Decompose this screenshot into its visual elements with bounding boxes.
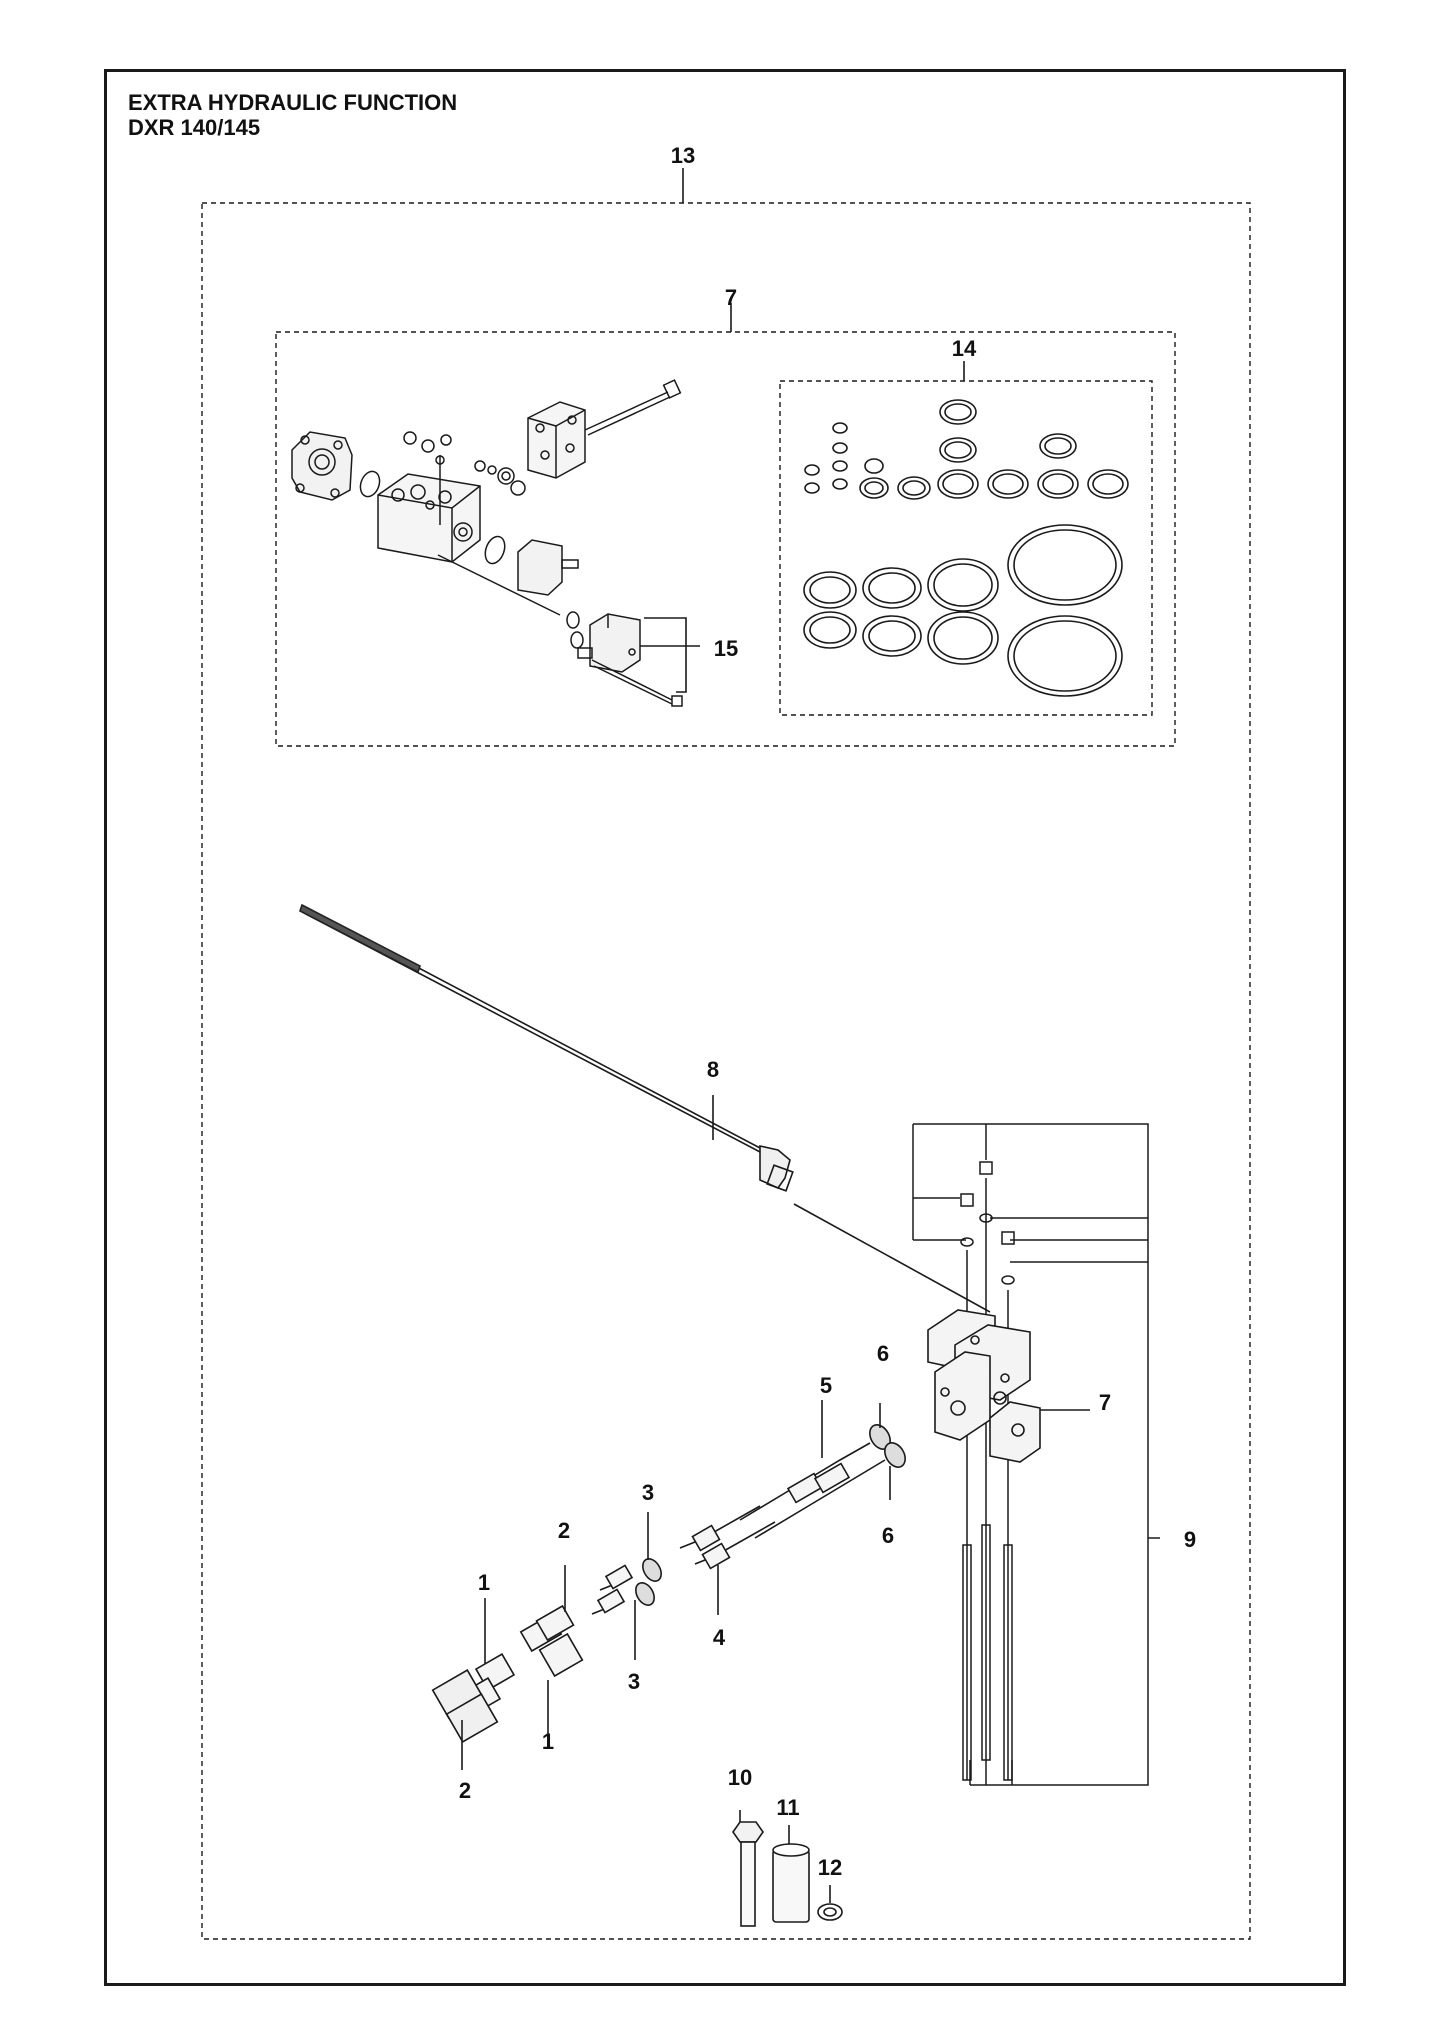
callout-8: 8: [706, 1057, 720, 1082]
drawing-frame: [104, 69, 1346, 1986]
callout-6-upper: 6: [876, 1341, 890, 1366]
callout-1-lower: 1: [541, 1729, 555, 1754]
callout-6-lower: 6: [881, 1523, 895, 1548]
diagram-title: EXTRA HYDRAULIC FUNCTION: [128, 90, 458, 115]
cable-harness: [299, 903, 991, 1313]
callout-7-block: 7: [1098, 1390, 1112, 1415]
callout-2-upper: 2: [557, 1518, 571, 1543]
callout-14: 14: [951, 336, 977, 361]
callout-12: 12: [817, 1855, 843, 1880]
valve-assembly-exploded: [291, 379, 683, 707]
callout-2-lower: 2: [458, 1778, 472, 1803]
callout-3-lower: 3: [627, 1669, 641, 1694]
hose-assembly: [431, 1400, 906, 1770]
callout-10: 10: [727, 1765, 753, 1790]
callout-1-upper: 1: [477, 1570, 491, 1595]
kit-14-boundary: [779, 380, 1153, 716]
title-block: EXTRA HYDRAULIC FUNCTION DXR 140/145: [128, 90, 457, 140]
tie-rod-group: [912, 1123, 1160, 1786]
callout-5: 5: [819, 1373, 833, 1398]
callout-7-kit: 7: [724, 285, 738, 310]
o-ring-kit: [803, 399, 1129, 697]
callout-13: 13: [670, 143, 696, 168]
callout-15: 15: [713, 636, 739, 661]
kit-13-boundary: [201, 202, 1251, 1940]
callout-4: 4: [712, 1625, 726, 1650]
callout-9: 9: [1183, 1527, 1197, 1552]
callout-3-upper: 3: [641, 1480, 655, 1505]
valve-block-assembly: [927, 1309, 1090, 1463]
loose-hardware: [732, 1810, 843, 1927]
callout-11: 11: [776, 1795, 800, 1820]
model-number: DXR 140/145: [128, 115, 261, 140]
